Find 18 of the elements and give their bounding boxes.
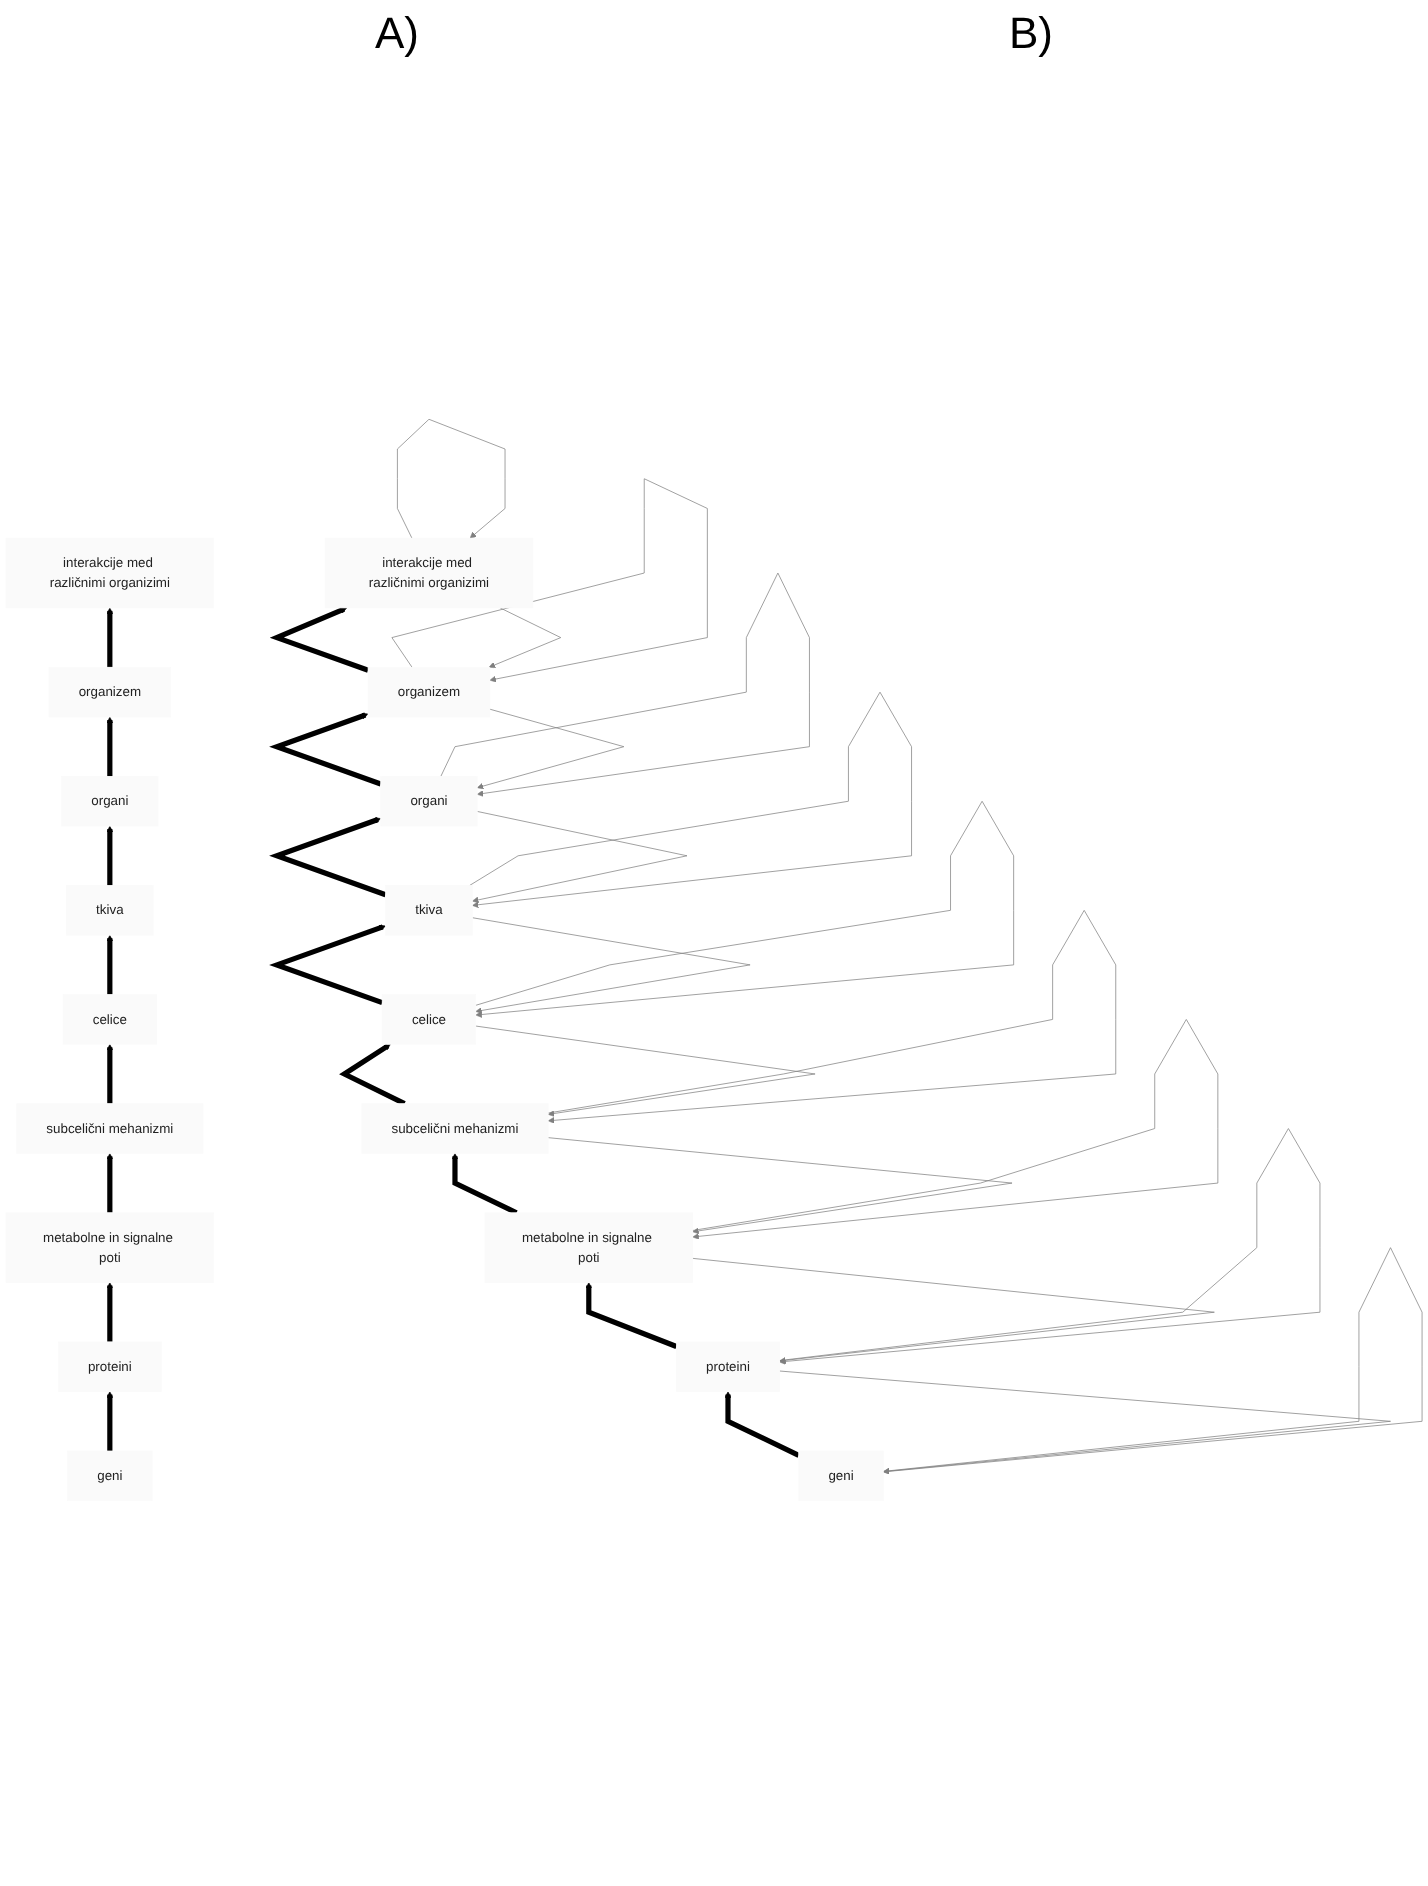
- panel-label: A): [375, 8, 419, 60]
- arrow: [106, 1391, 114, 1451]
- arrow: [106, 1044, 114, 1104]
- arrow: [106, 934, 114, 995]
- arrow: [106, 825, 114, 886]
- arrow: [269, 606, 369, 673]
- arrow: [451, 1153, 518, 1216]
- arrow: [724, 1391, 800, 1458]
- arrow: [269, 817, 387, 898]
- arrow: [106, 1153, 114, 1213]
- arrow: [106, 607, 114, 668]
- arrow: [106, 1282, 114, 1342]
- arrow: [585, 1282, 678, 1349]
- arrow: [106, 716, 114, 777]
- arrow: [339, 1043, 406, 1106]
- arrow: [269, 924, 386, 1006]
- panel-label: B): [1009, 8, 1053, 60]
- arrow: [269, 712, 382, 787]
